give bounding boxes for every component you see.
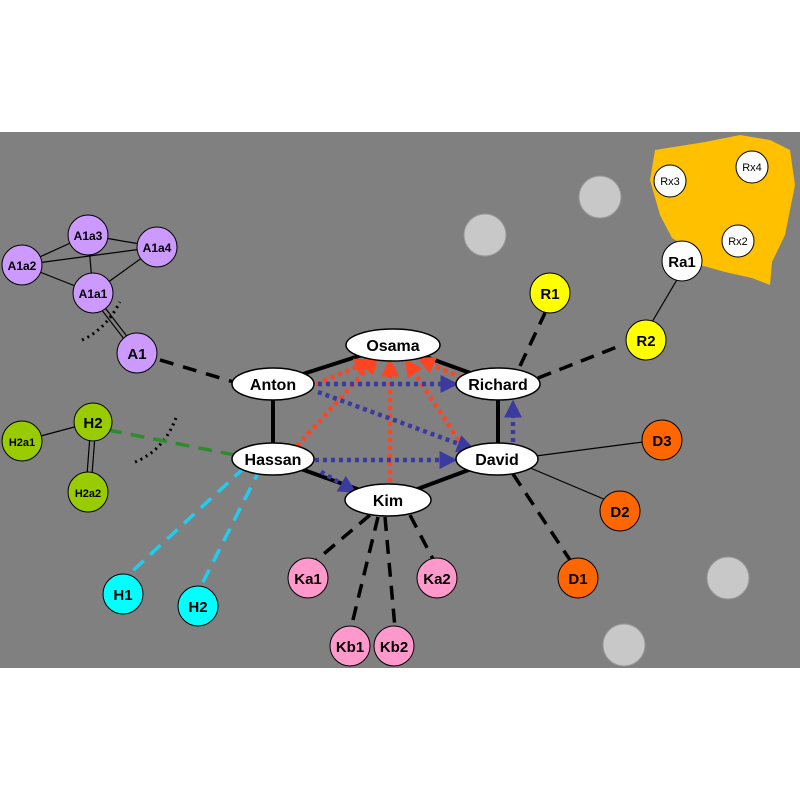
node-richard[interactable]: Richard [455, 367, 541, 401]
richard-r1-edge [518, 312, 547, 367]
node-h2-cyan[interactable]: H2 [177, 585, 219, 627]
node-osama-label: Osama [366, 338, 419, 355]
node-anton[interactable]: Anton [231, 367, 315, 401]
r2-ra1-edge [651, 277, 679, 323]
node-a1a4[interactable]: A1a4 [136, 226, 178, 268]
node-h2a1-label: H2a1 [9, 437, 35, 449]
node-rx4-label: Rx4 [742, 162, 762, 174]
node-h2-green[interactable]: H2 [73, 402, 113, 442]
gray-circle [463, 213, 507, 257]
node-h1[interactable]: H1 [102, 573, 144, 615]
node-hassan[interactable]: Hassan [231, 442, 315, 476]
node-kb2[interactable]: Kb2 [373, 625, 415, 667]
node-ka2-label: Ka2 [423, 571, 451, 588]
h2-cut-mark [134, 414, 179, 464]
node-h2a2-label: H2a2 [75, 488, 101, 500]
node-rx3[interactable]: Rx3 [653, 164, 687, 198]
kim-leaf-edges [311, 513, 437, 629]
node-kim-label: Kim [373, 493, 403, 510]
node-r1[interactable]: R1 [529, 272, 571, 314]
node-d3-label: D3 [652, 433, 671, 450]
hassan-h1-edge [123, 465, 247, 580]
node-hassan-label: Hassan [245, 452, 302, 469]
node-d2[interactable]: D2 [599, 490, 641, 532]
node-a1a4-label: A1a4 [143, 241, 172, 255]
node-a1-label: A1 [127, 346, 146, 363]
node-david-label: David [475, 452, 519, 469]
node-d2-label: D2 [610, 504, 629, 521]
a1-cut-mark [81, 301, 122, 342]
node-ra1-label: Ra1 [668, 254, 696, 271]
richard-r2-edge [537, 343, 623, 380]
node-a1a1-label: A1a1 [79, 287, 108, 301]
node-a1a1[interactable]: A1a1 [72, 272, 114, 314]
node-a1a3[interactable]: A1a3 [67, 214, 109, 256]
node-ra1[interactable]: Ra1 [661, 240, 703, 282]
node-david[interactable]: David [455, 442, 539, 476]
node-r1-label: R1 [540, 286, 559, 303]
node-a1a3-label: A1a3 [74, 229, 103, 243]
node-h1-label: H1 [113, 587, 132, 604]
node-r2-label: R2 [636, 333, 655, 350]
david-d3-edge [527, 441, 644, 458]
node-anton-label: Anton [250, 377, 296, 394]
node-a1[interactable]: A1 [116, 332, 158, 374]
blue-arrows [315, 375, 522, 493]
node-h2-green-label: H2 [83, 415, 102, 432]
node-r2[interactable]: R2 [625, 319, 667, 361]
node-h2a2[interactable]: H2a2 [67, 471, 109, 513]
node-ka1-label: Ka1 [294, 571, 322, 588]
gray-circle [706, 556, 750, 600]
a1-anton-edge [136, 351, 238, 385]
node-osama[interactable]: Osama [345, 328, 441, 362]
node-ka2[interactable]: Ka2 [416, 557, 458, 599]
node-rx2-label: Rx2 [728, 236, 748, 248]
node-h2a1[interactable]: H2a1 [1, 420, 43, 462]
node-rx2[interactable]: Rx2 [721, 224, 755, 258]
node-d1-label: D1 [568, 571, 587, 588]
node-kb1-label: Kb1 [336, 639, 364, 656]
node-kb1[interactable]: Kb1 [329, 625, 371, 667]
node-kim[interactable]: Kim [344, 483, 432, 517]
node-a1a2-label: A1a2 [8, 259, 37, 273]
node-rx4[interactable]: Rx4 [735, 150, 769, 184]
david-d1-edge [511, 473, 572, 561]
node-d3[interactable]: D3 [641, 419, 683, 461]
david-d2-edge [527, 466, 607, 501]
gray-circle [602, 623, 646, 667]
node-rx3-label: Rx3 [660, 176, 680, 188]
node-kb2-label: Kb2 [380, 639, 408, 656]
gray-circle [578, 175, 622, 219]
node-h2-cyan-label: H2 [188, 599, 207, 616]
node-d1[interactable]: D1 [557, 557, 599, 599]
node-richard-label: Richard [468, 377, 528, 394]
node-ka1[interactable]: Ka1 [287, 557, 329, 599]
node-a1a2[interactable]: A1a2 [1, 244, 43, 286]
